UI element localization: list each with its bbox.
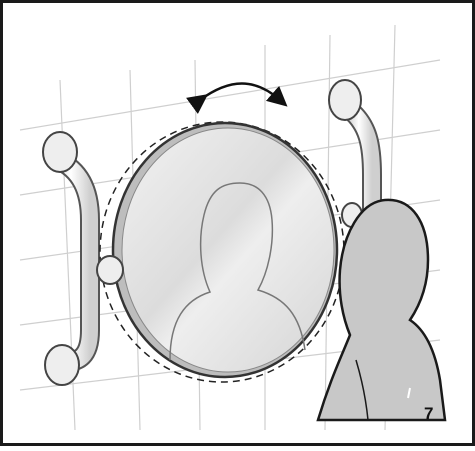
figure-number: 7 bbox=[424, 404, 433, 424]
